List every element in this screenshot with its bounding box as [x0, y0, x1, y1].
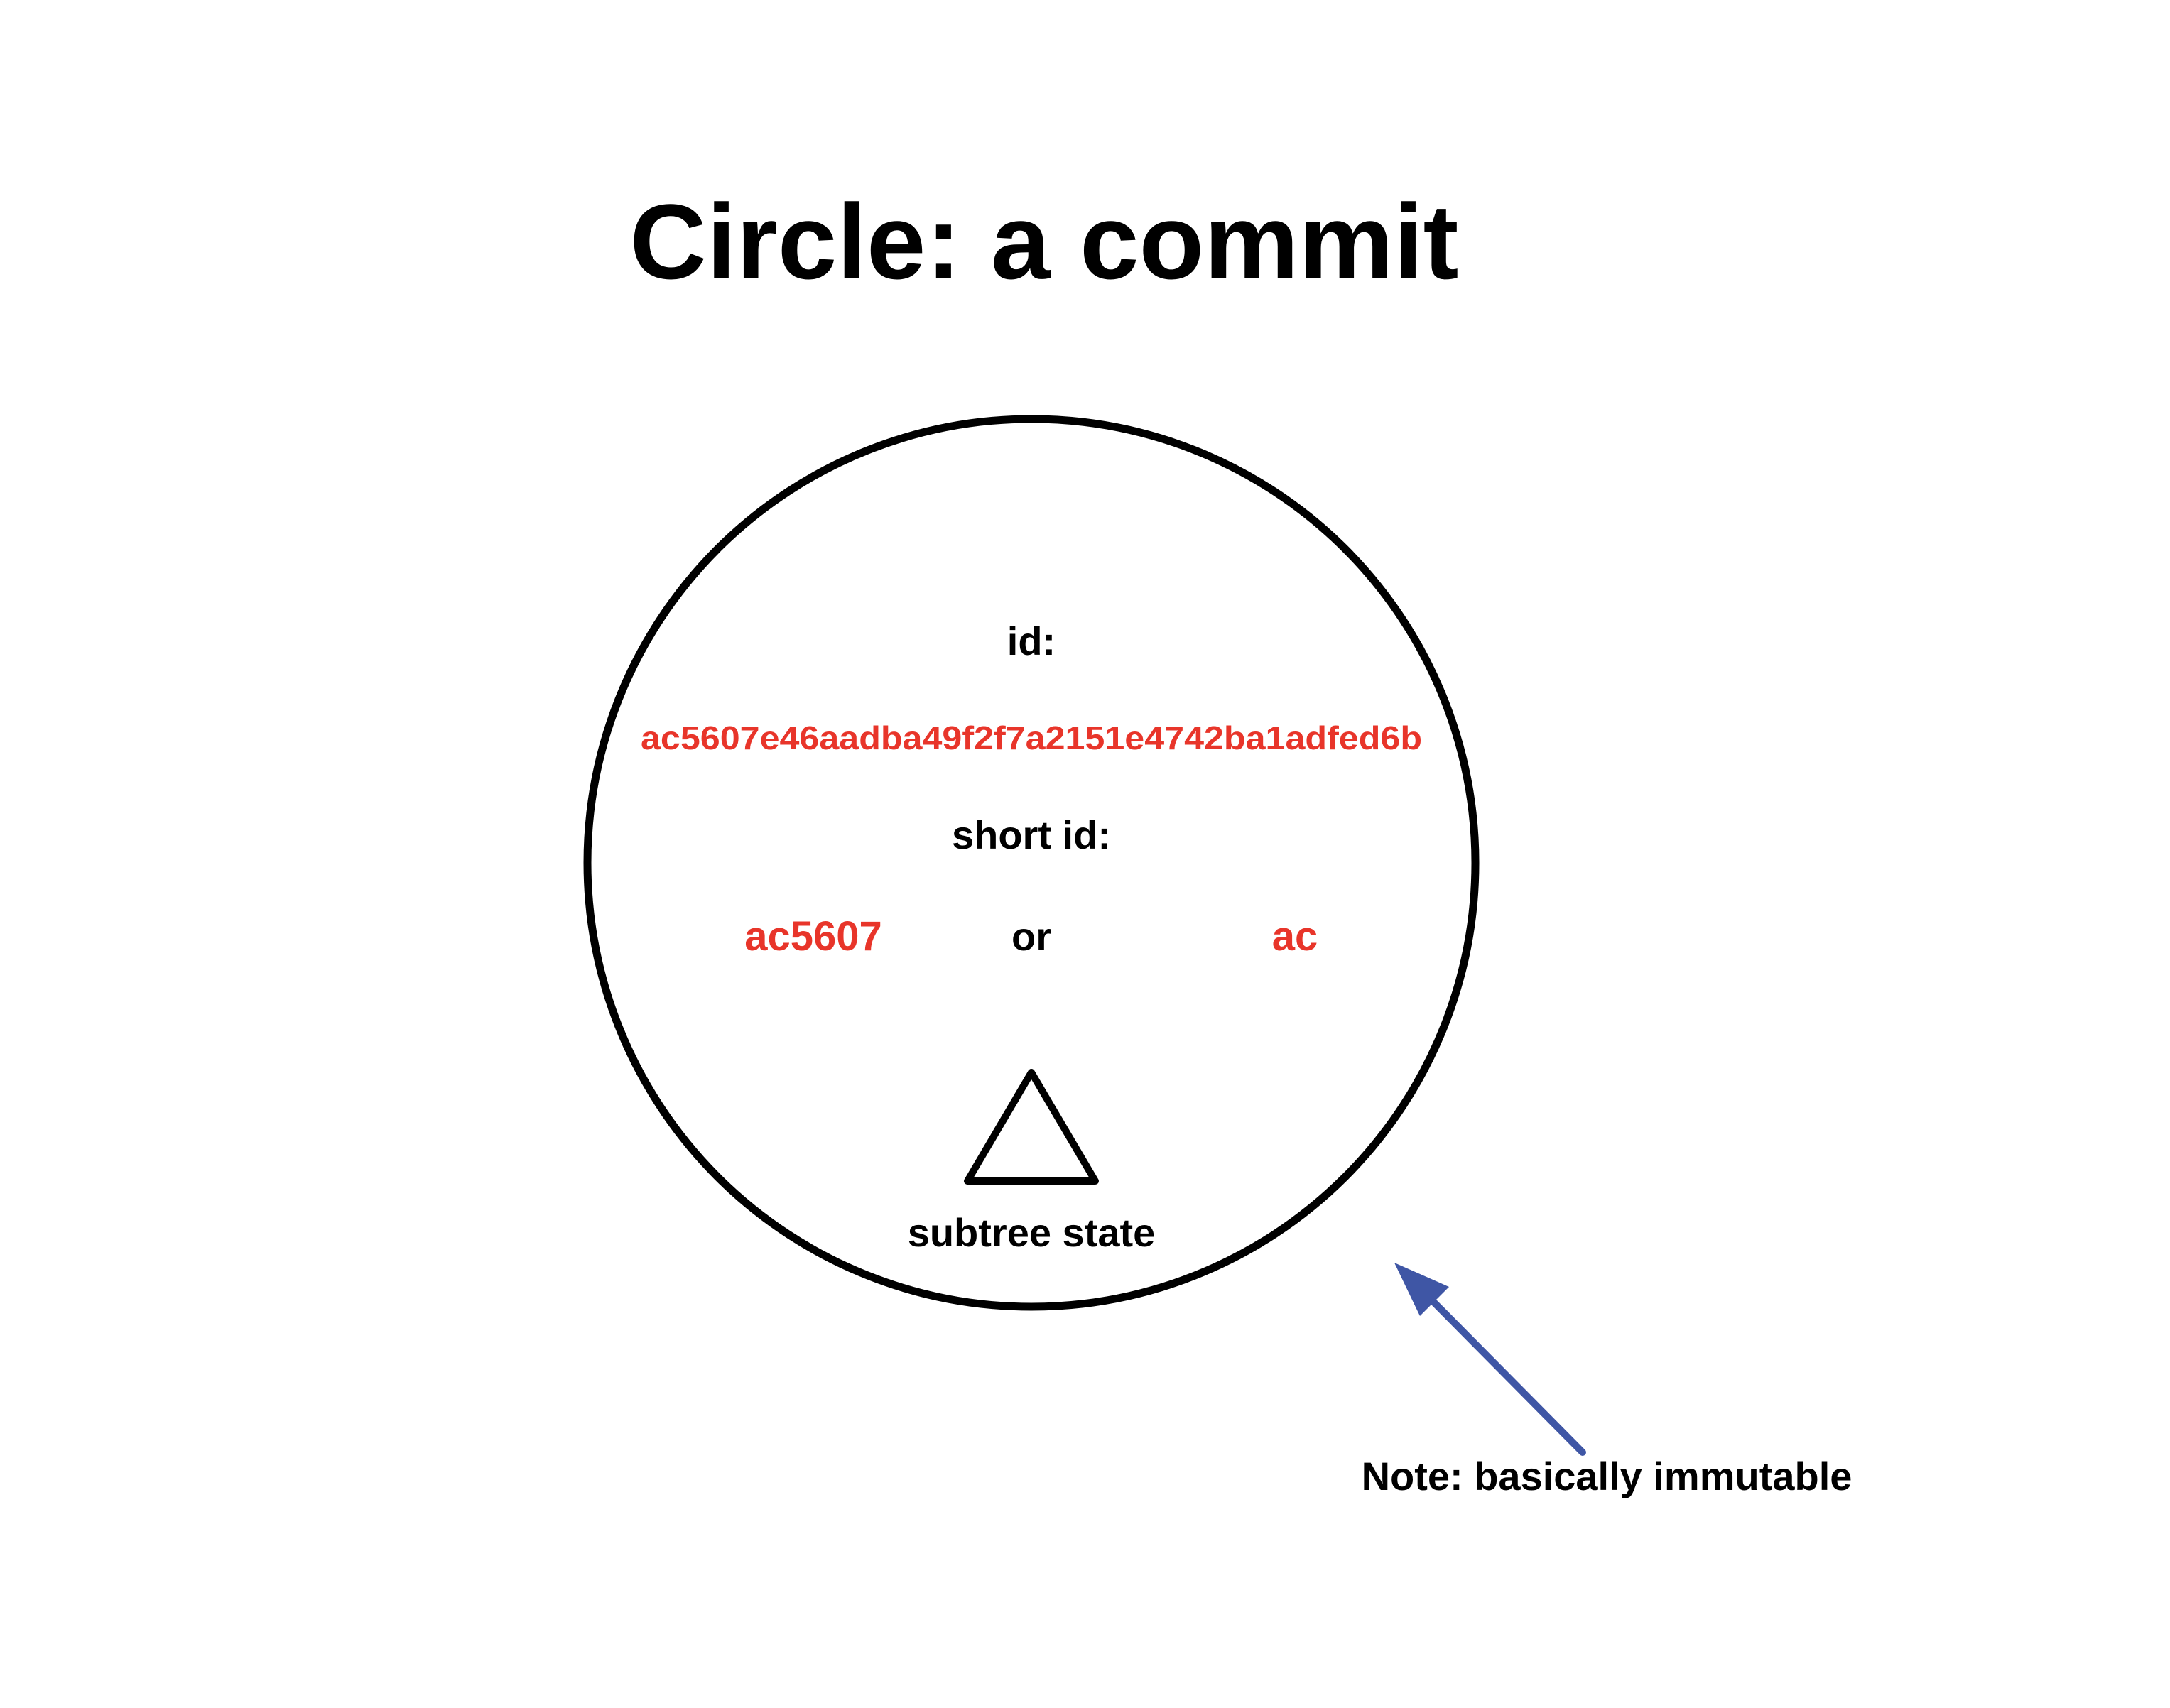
arrow-icon	[1394, 1263, 1586, 1456]
short-id-long: ac5607	[744, 913, 882, 959]
short-id-label: short id:	[952, 812, 1111, 857]
subtree-state-label: subtree state	[908, 1210, 1156, 1255]
commit-id-value: ac5607e46aadba49f2f7a2151e4742ba1adfed6b	[641, 719, 1422, 756]
short-id-short: ac	[1272, 913, 1318, 959]
triangle-icon	[964, 1069, 1099, 1185]
commit-circle	[583, 415, 1480, 1311]
diagram-title: Circle: a commit	[629, 182, 1458, 301]
id-label: id:	[1007, 619, 1056, 663]
short-id-or: or	[1011, 914, 1051, 959]
note-text: Note: basically immutable	[1362, 1454, 1852, 1498]
